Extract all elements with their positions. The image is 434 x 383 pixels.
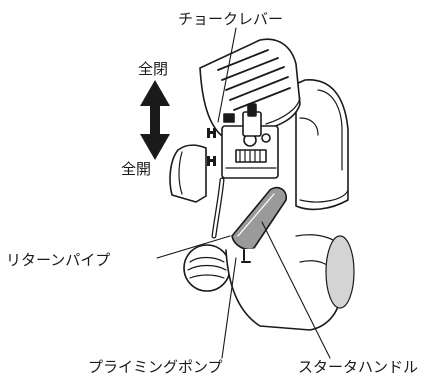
- choke-lever: [223, 103, 262, 137]
- full-open-label: 全閉: [138, 60, 169, 78]
- priming-pump-label: プライミングポンプ: [88, 358, 223, 376]
- double-arrow-icon: [140, 80, 170, 160]
- starter-handle: [231, 186, 288, 251]
- return-pipe-label: リターンパイプ: [6, 251, 111, 269]
- lower-housing: [225, 234, 355, 331]
- leader-lines: [156, 27, 331, 359]
- priming-pump: [183, 244, 231, 292]
- starter-handle-label: スタータハンドル: [298, 358, 419, 376]
- top-cover: [199, 38, 301, 137]
- full-closed-label: 全開: [121, 160, 152, 178]
- engine-body-right: [295, 79, 349, 211]
- left-grip: [169, 144, 207, 203]
- return-pipe: [211, 177, 225, 239]
- choke-marks: [207, 128, 216, 166]
- choke-lever-label: チョークレバー: [178, 10, 284, 28]
